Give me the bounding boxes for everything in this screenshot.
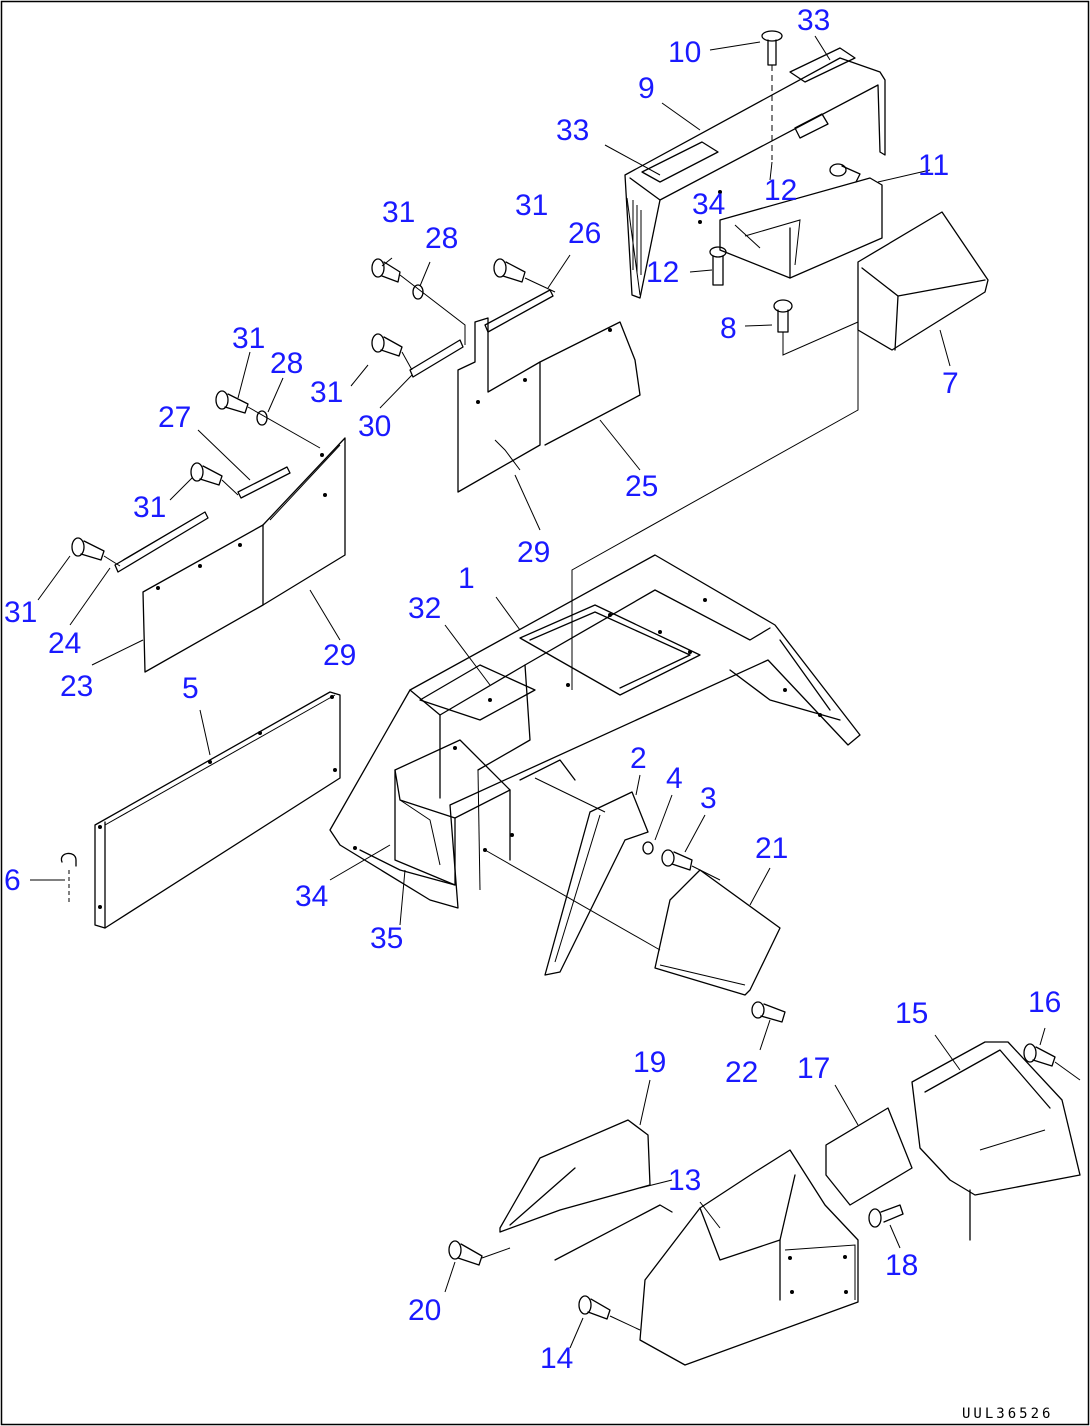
callout-16: 16	[1028, 986, 1061, 1019]
callout-19: 19	[633, 1046, 666, 1079]
bolt-12a	[829, 163, 861, 183]
alignment-lines	[103, 65, 1081, 1331]
callout-29a: 29	[323, 639, 356, 672]
callout-1: 1	[458, 562, 475, 595]
callout-11: 11	[918, 149, 949, 182]
part-26-strip	[484, 289, 554, 333]
bolt-31d	[215, 390, 249, 414]
part-17-plate	[825, 1107, 913, 1206]
callout-31d: 31	[232, 322, 265, 355]
part-2-bracket	[544, 791, 649, 976]
bolt-3	[661, 849, 693, 871]
bolt-10	[761, 30, 783, 66]
callout-34b: 34	[295, 880, 328, 913]
callout-10: 10	[668, 36, 701, 69]
part-21-plate	[654, 869, 781, 996]
callout-20: 20	[408, 1294, 441, 1327]
callout-18: 18	[885, 1249, 918, 1282]
callout-12a: 12	[764, 174, 797, 207]
callout-14: 14	[540, 1342, 573, 1375]
part-1-main-frame	[329, 554, 861, 909]
bolt-31a	[371, 258, 401, 283]
callout-7: 7	[942, 367, 959, 400]
callout-31c: 31	[310, 376, 343, 409]
callout-23: 23	[60, 670, 93, 703]
part-25-panel	[476, 321, 641, 446]
callout-13: 13	[668, 1164, 701, 1197]
callout-15: 15	[895, 997, 928, 1030]
part-27-strip	[237, 466, 291, 499]
bolt-31c	[371, 333, 403, 357]
callout-3: 3	[700, 782, 717, 815]
drawing-code: UUL36526	[962, 1406, 1053, 1422]
bolt-16	[1023, 1043, 1056, 1067]
callout-31b: 31	[515, 189, 548, 222]
part-9-top-cover	[624, 47, 886, 299]
part-23-panel	[142, 524, 264, 673]
washer-4	[642, 841, 654, 855]
callout-4: 4	[666, 762, 683, 795]
part-15-cover	[911, 1041, 1081, 1241]
bolt-31b	[493, 258, 526, 283]
part-5-side-panel	[94, 691, 341, 929]
callout-12b: 12	[646, 256, 679, 289]
callout-33b: 33	[556, 114, 589, 147]
callout-35: 35	[370, 922, 403, 955]
callout-28b: 28	[270, 347, 303, 380]
bolt-22	[751, 1001, 786, 1023]
callout-27: 27	[158, 401, 191, 434]
part-29-panel-left	[262, 437, 346, 606]
part-30-strip	[409, 339, 464, 378]
callout-9: 9	[638, 72, 655, 105]
callout-8: 8	[720, 312, 737, 345]
bolt-20	[448, 1240, 483, 1266]
part-6-clip	[60, 852, 77, 902]
callout-24: 24	[48, 627, 81, 660]
callout-21: 21	[755, 832, 788, 865]
callouts: 10 33 9 33 11 12 34 12 8 7 31 28 31 26 3…	[4, 4, 1061, 1375]
bolt-31f	[71, 537, 105, 561]
part-7-box	[857, 211, 989, 351]
bolt-14	[578, 1295, 611, 1320]
bolt-8	[773, 299, 793, 333]
part-11-box	[719, 177, 883, 279]
washer-28a	[412, 284, 424, 300]
bolt-12b	[709, 246, 727, 286]
callout-30: 30	[358, 410, 391, 443]
callout-6: 6	[4, 864, 21, 897]
callout-2: 2	[630, 742, 647, 775]
callout-34a: 34	[692, 188, 725, 221]
part-29-panel-upper	[457, 317, 541, 493]
callout-17: 17	[797, 1052, 830, 1085]
callout-5: 5	[182, 672, 199, 705]
part-24-strip	[114, 511, 209, 573]
bolt-18	[868, 1204, 904, 1228]
part-13-housing	[554, 1149, 859, 1366]
bolt-31e	[190, 462, 223, 486]
callout-31e: 31	[133, 491, 166, 524]
callout-25: 25	[625, 470, 658, 503]
callout-28a: 28	[425, 222, 458, 255]
callout-32: 32	[408, 592, 441, 625]
callout-29b: 29	[517, 536, 550, 569]
callout-leaders	[30, 35, 1046, 1349]
callout-31f: 31	[4, 596, 37, 629]
callout-31a: 31	[382, 196, 415, 229]
part-19-duct	[499, 1119, 651, 1233]
fasteners	[71, 30, 1056, 1320]
callout-26: 26	[568, 217, 601, 250]
callout-22: 22	[725, 1056, 758, 1089]
callout-33a: 33	[797, 4, 830, 37]
